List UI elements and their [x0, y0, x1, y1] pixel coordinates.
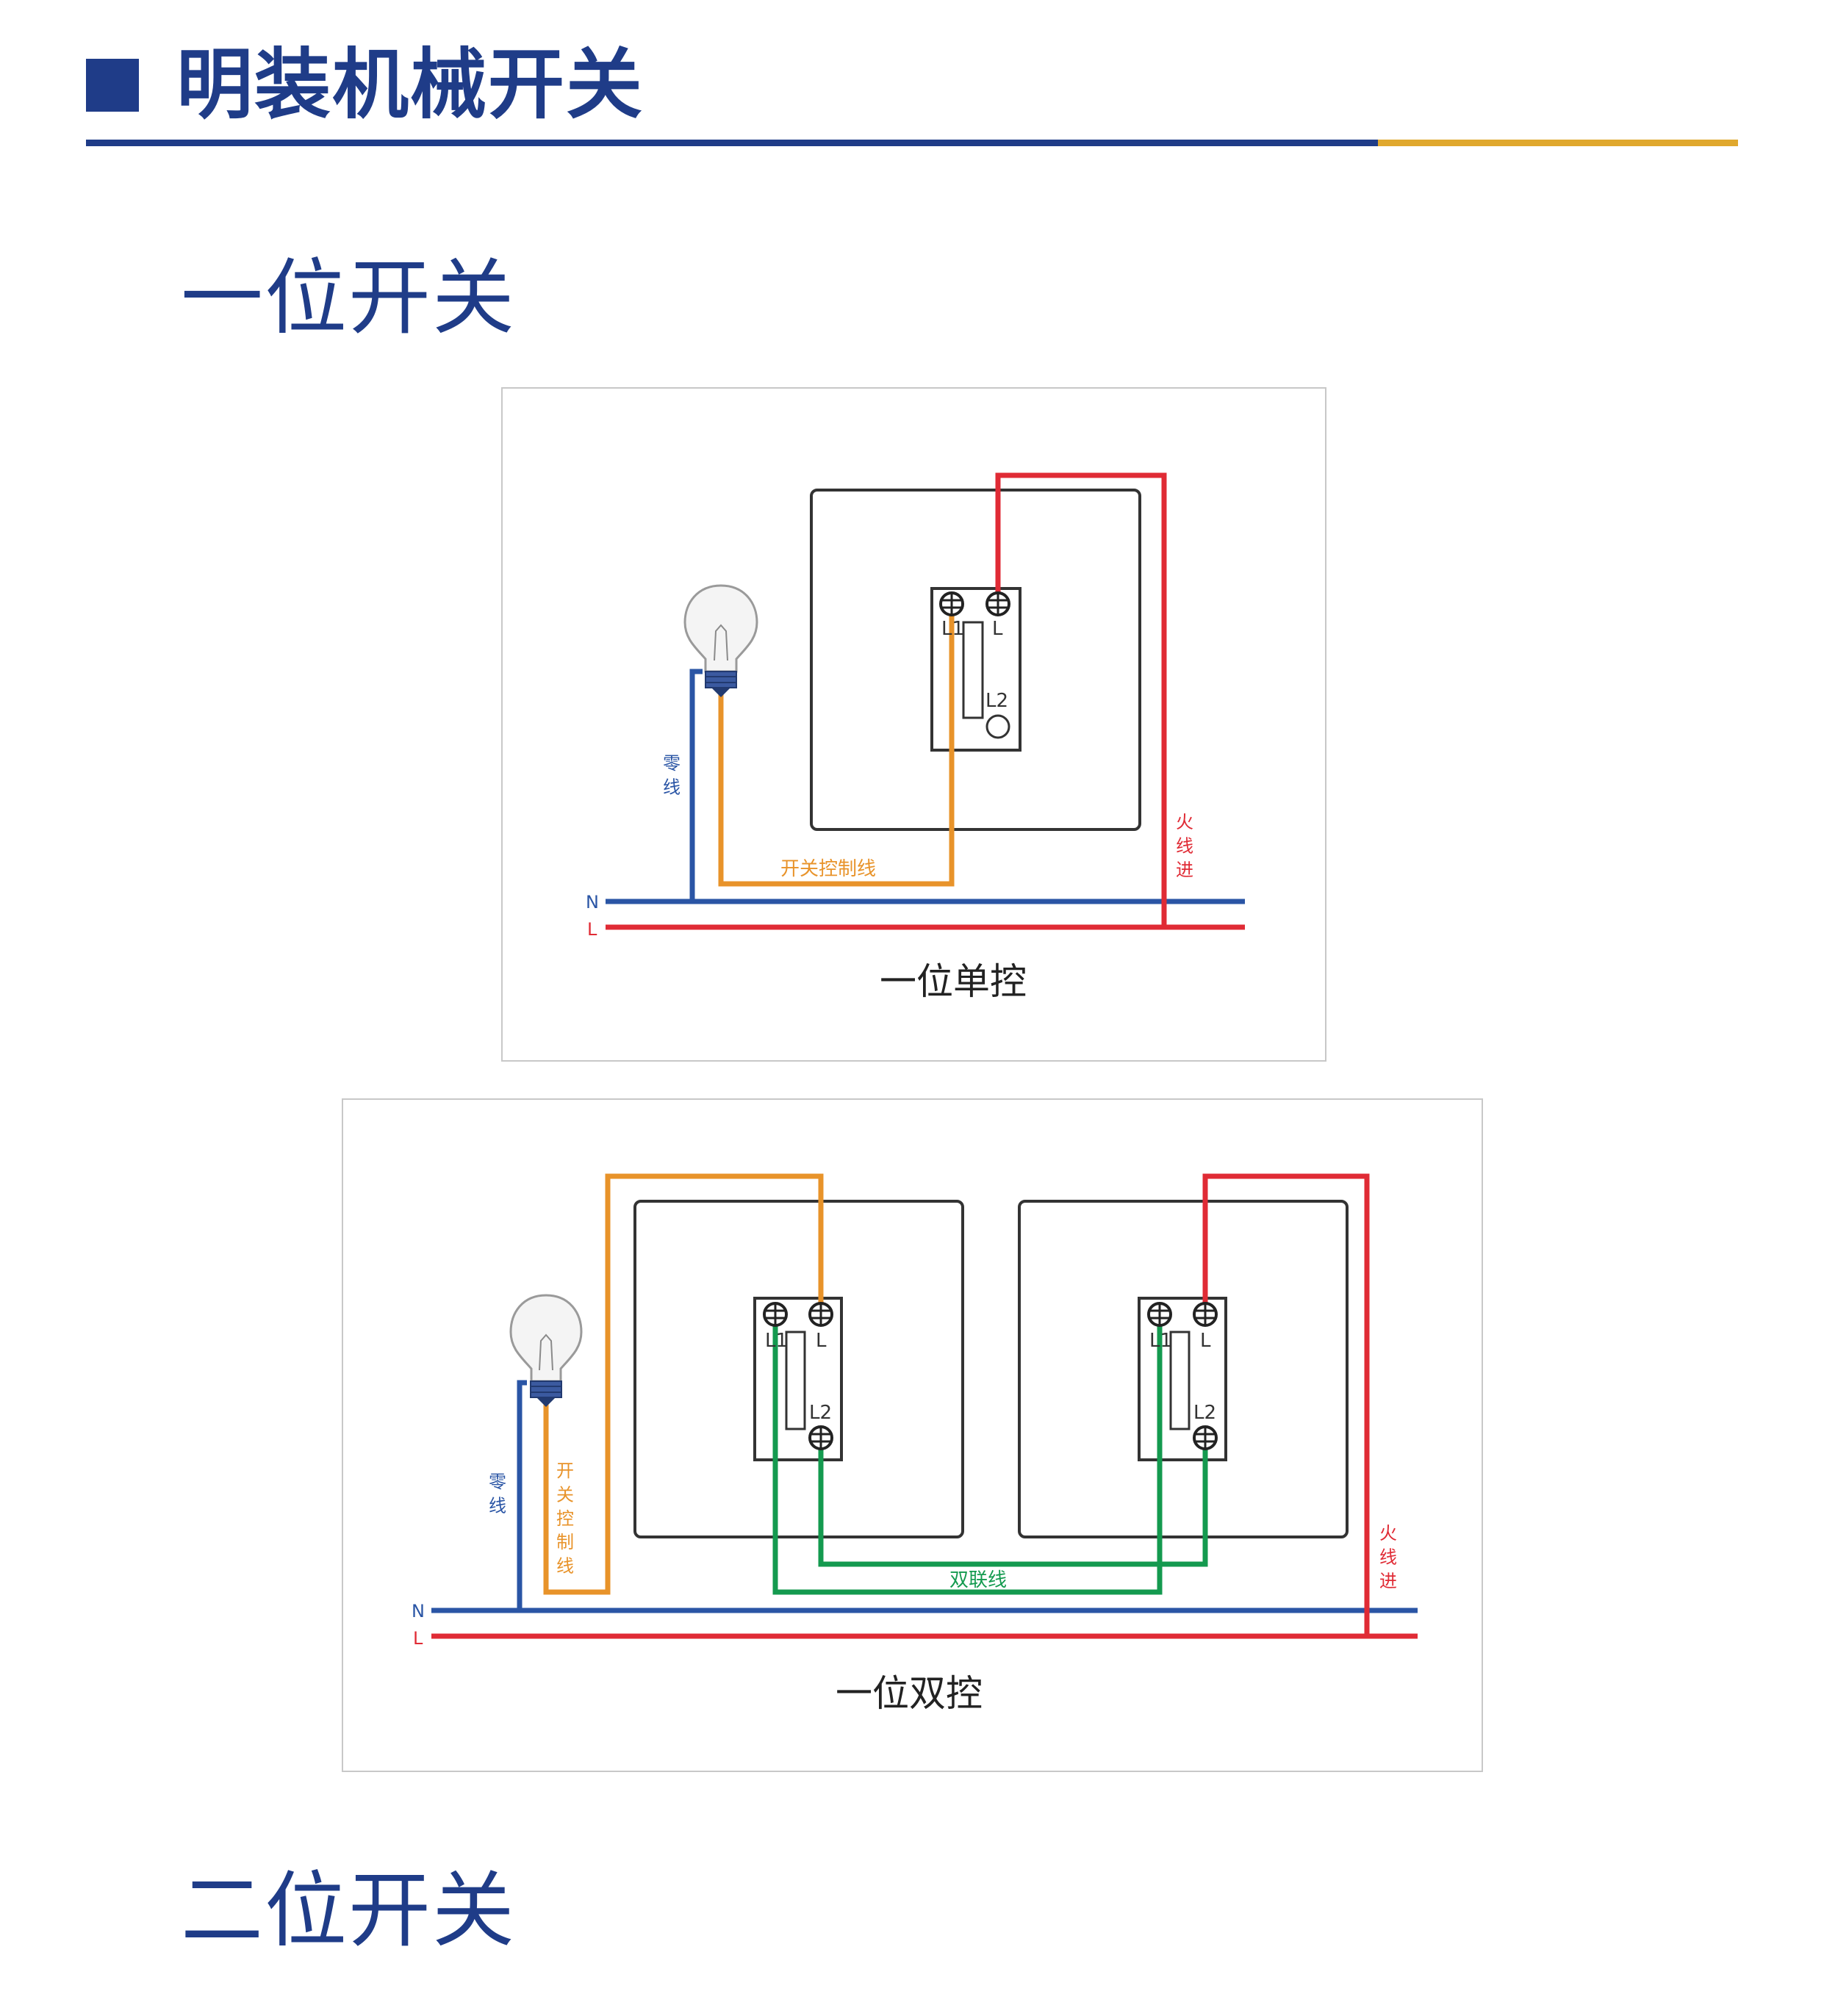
terminal-left-l2-label: L2 [809, 1402, 832, 1424]
bus-l-label: L [413, 1628, 423, 1649]
screw-right-l-icon [1193, 1302, 1218, 1327]
live-in-wire [1202, 1173, 1370, 1636]
terminal-block-left [753, 1297, 843, 1461]
live-in-label: 火线进 [1176, 812, 1193, 880]
traveler-wire-label: 双联线 [949, 1569, 1007, 1591]
terminal-block [930, 587, 1021, 752]
neutral-wire [689, 669, 703, 901]
terminal-left-l-label: L [816, 1330, 827, 1352]
bus-l-label: L [587, 919, 597, 940]
bus-n-label: N [412, 1601, 425, 1621]
terminal-right-l1-label: L1 [1149, 1330, 1172, 1352]
section-title-single: 一位开关 [181, 251, 516, 346]
page-header: 明装机械开关 [0, 0, 1824, 154]
switch-plate-left [633, 1200, 964, 1538]
switch-plate [810, 489, 1141, 831]
screw-left-l2-icon [808, 1425, 833, 1450]
screw-left-l1-icon [763, 1302, 788, 1327]
neutral-wire-label: 零线 [663, 753, 681, 797]
screw-right-l2-icon [1193, 1425, 1218, 1450]
switch-control-wire [543, 1173, 824, 1595]
diagram-double-control: L1 L L2 L1 L L2 零线 开关控制线 双联线 火线进 N L 一位双… [342, 1098, 1483, 1772]
screw-l-icon [985, 591, 1010, 616]
section-title-double: 二位开关 [181, 1863, 516, 1959]
terminal-l2-label: L2 [985, 690, 1008, 712]
switch-control-wire-label: 开关控制线 [780, 858, 876, 880]
live-in-wire [995, 472, 1167, 927]
diagram-caption: 一位双控 [836, 1672, 983, 1715]
switch-plate-right [1018, 1200, 1349, 1538]
switch-contact-left [785, 1331, 806, 1430]
page-title: 明装机械开关 [176, 40, 644, 129]
traveler-wire-l1 [772, 1314, 1163, 1595]
terminal-l1-label: L1 [941, 618, 964, 640]
header-square-icon [86, 59, 139, 112]
live-in-label: 火线进 [1379, 1523, 1397, 1591]
neutral-wire [517, 1380, 527, 1610]
header-rule-gold [1378, 140, 1738, 146]
switch-contact-right [1169, 1331, 1191, 1430]
bus-n-label: N [586, 892, 599, 912]
neutral-wire-label: 零线 [489, 1472, 506, 1516]
header-rule-blue [86, 140, 1378, 146]
traveler-wire-l2 [818, 1438, 1208, 1567]
switch-control-wire-label: 开关控制线 [556, 1461, 574, 1577]
switch-control-wire [718, 604, 955, 887]
diagram-double-control-svg: L1 L L2 L1 L L2 零线 开关控制线 双联线 火线进 N L 一位双… [412, 1173, 1418, 1715]
screw-l1-icon [939, 591, 964, 616]
light-bulb-icon [509, 1294, 583, 1407]
diagram-caption: 一位单控 [880, 960, 1027, 1003]
terminal-l-label: L [992, 618, 1003, 640]
diagram-single-control: L1 L L2 零线 开关控制线 火线进 N L 一位单控 [501, 387, 1326, 1062]
terminal-right-l2-label: L2 [1193, 1402, 1216, 1424]
diagram-single-control-svg: L1 L L2 零线 开关控制线 火线进 N L 一位单控 [586, 472, 1245, 1003]
terminal-right-l-label: L [1200, 1330, 1211, 1352]
screw-left-l-icon [808, 1302, 833, 1327]
terminal-left-l1-label: L1 [765, 1330, 788, 1352]
switch-contact [962, 621, 984, 719]
light-bulb-icon [683, 584, 758, 697]
screw-right-l1-icon [1147, 1302, 1172, 1327]
terminal-block-right [1138, 1297, 1227, 1461]
terminal-l2-hole [985, 714, 1010, 739]
